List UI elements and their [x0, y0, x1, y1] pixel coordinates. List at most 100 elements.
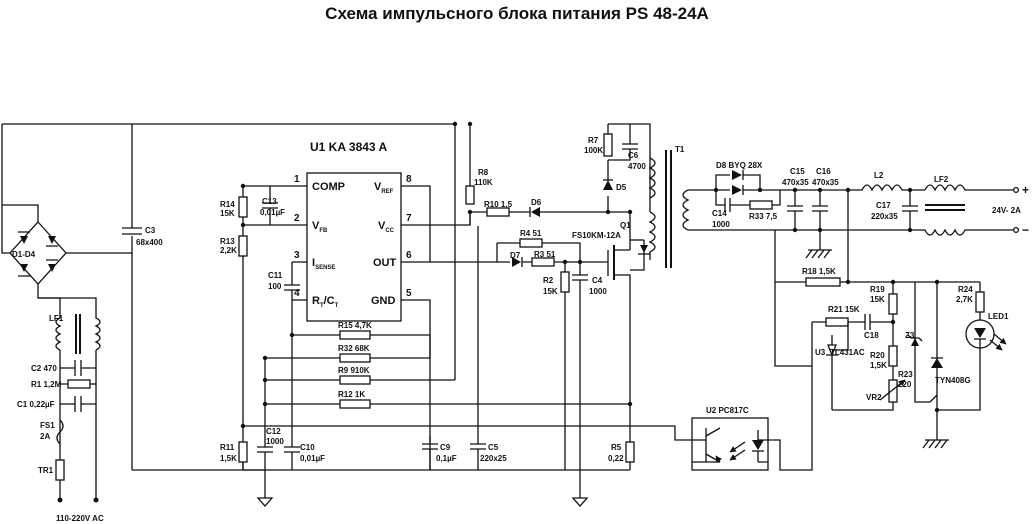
svg-text:VFB: VFB	[312, 220, 328, 234]
label-c2: C2 470	[31, 364, 57, 373]
label-c11-ref: C11	[268, 271, 283, 280]
label-c12-val: 1000	[266, 437, 284, 446]
label-r4: R4 51	[520, 229, 542, 238]
ic-right-network	[416, 121, 630, 507]
label-c14-ref: C14	[712, 209, 727, 218]
label-r2-ref: R2	[543, 276, 554, 285]
label-r14-ref: R14	[220, 200, 235, 209]
ic-pin2-label: V	[312, 220, 320, 232]
ic-pin4-tail: /C	[324, 295, 335, 307]
ic-pin5-label: GND	[371, 295, 396, 307]
label-led1: LED1	[988, 312, 1009, 321]
label-vr2: VR2	[866, 393, 882, 402]
ic-pin8-num: 8	[406, 174, 412, 185]
label-r20-val: 1,5K	[870, 361, 887, 370]
label-tr1: TR1	[38, 466, 54, 475]
ic-pin1-label: COMP	[312, 181, 345, 193]
label-r13-ref: R13	[220, 237, 235, 246]
label-c10-ref: C10	[300, 443, 315, 452]
label-c12-ref: C12	[266, 427, 281, 436]
svg-text:RT/CT: RT/CT	[312, 295, 339, 309]
label-r3: R3 51	[534, 250, 556, 259]
label-c11-val: 100	[268, 282, 282, 291]
label-output-minus: −	[1022, 223, 1029, 237]
label-r33: R33 7,5	[749, 212, 778, 221]
label-r20-ref: R20	[870, 351, 885, 360]
label-r21: R21 15K	[828, 305, 860, 314]
label-r9: R9 910K	[338, 366, 370, 375]
label-r5-val: 0,22	[608, 454, 624, 463]
label-tl431: TL431AC	[830, 348, 865, 357]
label-u2: U2 PC817C	[706, 406, 749, 415]
label-c3-val: 68x400	[136, 238, 163, 247]
ic-pin6-num: 6	[406, 250, 412, 261]
label-c6-ref: C6	[628, 151, 639, 160]
label-l2: L2	[874, 171, 884, 180]
optocoupler-u2	[691, 417, 769, 471]
switching-stage	[470, 207, 650, 470]
label-r12: R12 1K	[338, 390, 365, 399]
label-c6-val: 4700	[628, 162, 646, 171]
label-c13-val: 0,01µF	[260, 208, 285, 217]
label-c17-ref: C17	[876, 201, 891, 210]
input-section	[1, 123, 455, 503]
label-d1d4: D1-D4	[12, 250, 36, 259]
lf1-choke	[55, 310, 101, 354]
label-fs1-val: 2A	[40, 432, 50, 441]
label-r11-val: 1,5K	[220, 454, 237, 463]
label-c4-ref: C4	[592, 276, 603, 285]
label-r24-ref: R24	[958, 285, 973, 294]
label-r5-ref: R5	[611, 443, 622, 452]
label-r8-ref: R8	[478, 168, 489, 177]
label-c13-ref: C13	[262, 197, 277, 206]
ic-pin6-label: OUT	[373, 257, 397, 269]
label-q1-val: FS10KM-12A	[572, 231, 621, 240]
ic-pin5-num: 5	[406, 288, 412, 299]
ic-pin3-sub: SENSE	[315, 265, 335, 271]
label-r10: R10 1,5	[484, 200, 513, 209]
label-c18: C18	[864, 331, 879, 340]
label-c17-val: 220x35	[871, 212, 898, 221]
transformer-t1	[648, 150, 690, 268]
label-r7-ref: R7	[588, 136, 599, 145]
ic-pin7-num: 7	[406, 213, 412, 224]
label-output-plus: +	[1022, 183, 1029, 197]
label-c5-ref: C5	[488, 443, 499, 452]
label-c3-ref: C3	[145, 226, 156, 235]
label-r2-val: 15K	[543, 287, 558, 296]
ic-pin2-sub: FB	[319, 228, 328, 234]
label-output: 24V- 2A	[992, 206, 1021, 215]
ic-pin4-sub: T	[320, 303, 324, 309]
label-d8: D8 BYQ 28X	[716, 161, 763, 170]
label-r8-val: 110K	[474, 178, 493, 187]
output-filter	[688, 170, 1020, 367]
label-c4-val: 1000	[589, 287, 607, 296]
ic-pin7-sub: CC	[385, 228, 394, 234]
label-c5-val: 220x25	[480, 454, 507, 463]
ic-left-network	[238, 183, 692, 507]
label-fs1-ref: FS1	[40, 421, 55, 430]
label-r24-val: 2,7K	[956, 295, 973, 304]
label-c16-val: 470x35	[812, 178, 839, 187]
bridge-rectifier-d1-d4	[9, 221, 67, 285]
label-r23-ref: R23	[898, 370, 913, 379]
label-c9-val: 0,1µF	[436, 454, 457, 463]
label-d7: D7	[510, 251, 521, 260]
label-d5: D5	[616, 183, 627, 192]
label-c10-val: 0,01µF	[300, 454, 325, 463]
label-q1-ref: Q1	[620, 221, 631, 230]
ic-pin8-label: V	[374, 181, 382, 193]
label-r23-val: 220	[898, 380, 912, 389]
label-tyn408g: TYN408G	[935, 376, 971, 385]
label-r19-val: 15K	[870, 295, 885, 304]
ic-pin3-num: 3	[294, 250, 300, 261]
component-labels: D1-D4 C3 68x400 LF1 C2 470 R1 1,2M C1 0,…	[12, 136, 1029, 523]
svg-text:ISENSE: ISENSE	[312, 257, 335, 271]
ic-pin4-label: R	[312, 295, 320, 307]
label-r19-ref: R19	[870, 285, 885, 294]
label-r18: R18 1,5K	[802, 267, 836, 276]
label-r1: R1 1,2M	[31, 380, 62, 389]
label-r7-val: 100K	[584, 146, 603, 155]
label-r11-ref: R11	[220, 443, 235, 452]
